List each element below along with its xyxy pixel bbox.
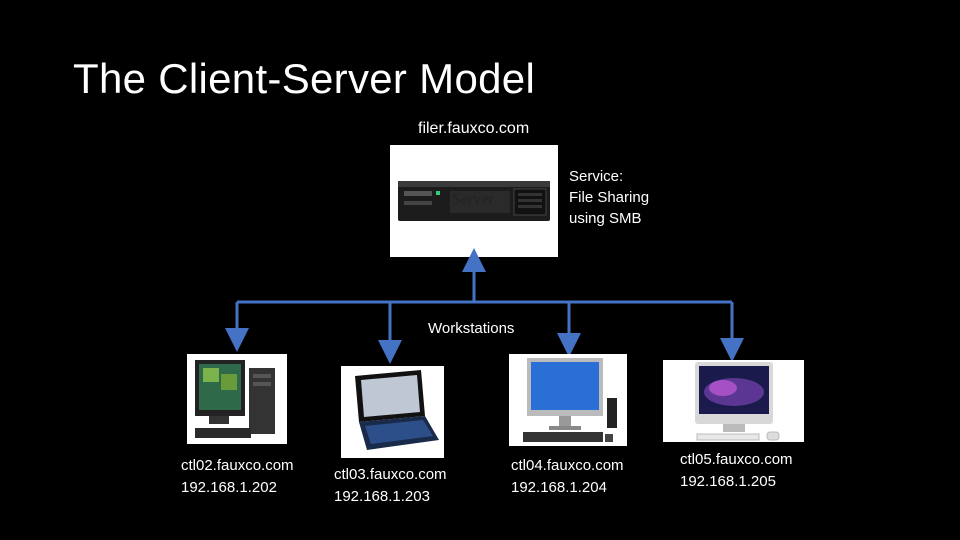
rack-server-icon xyxy=(398,181,550,221)
workstation-image-ctl05 xyxy=(663,360,804,442)
workstation-ip-ctl02: 192.168.1.202 xyxy=(181,479,277,496)
all-in-one-icon xyxy=(695,362,780,441)
server-hostname: filer.fauxco.com xyxy=(418,120,530,137)
server-image: Server xyxy=(390,145,558,257)
workstation-hostname-ctl05: ctl05.fauxco.com xyxy=(680,451,793,468)
server-image-label: Server xyxy=(452,191,494,208)
workstation-image-ctl04 xyxy=(509,354,627,446)
workstation-hostname-ctl02: ctl02.fauxco.com xyxy=(181,457,294,474)
service-line1: File Sharing xyxy=(569,189,650,206)
workstation-ip-ctl04: 192.168.1.204 xyxy=(511,479,607,496)
slide-title: The Client-Server Model xyxy=(73,55,536,102)
thin-client-icon xyxy=(523,358,617,442)
service-line2: using SMB xyxy=(569,210,642,227)
workstation-hostname-ctl03: ctl03.fauxco.com xyxy=(334,466,447,483)
workstations-label: Workstations xyxy=(428,320,515,337)
desktop-tower-icon xyxy=(195,360,275,438)
service-heading: Service: xyxy=(569,168,624,185)
workstation-hostname-ctl04: ctl04.fauxco.com xyxy=(511,457,624,474)
workstation-ip-ctl03: 192.168.1.203 xyxy=(334,488,430,505)
workstation-ip-ctl05: 192.168.1.205 xyxy=(680,473,776,490)
workstation-image-ctl02 xyxy=(187,354,287,444)
workstation-image-ctl03 xyxy=(341,366,444,458)
netbook-icon xyxy=(355,370,439,450)
